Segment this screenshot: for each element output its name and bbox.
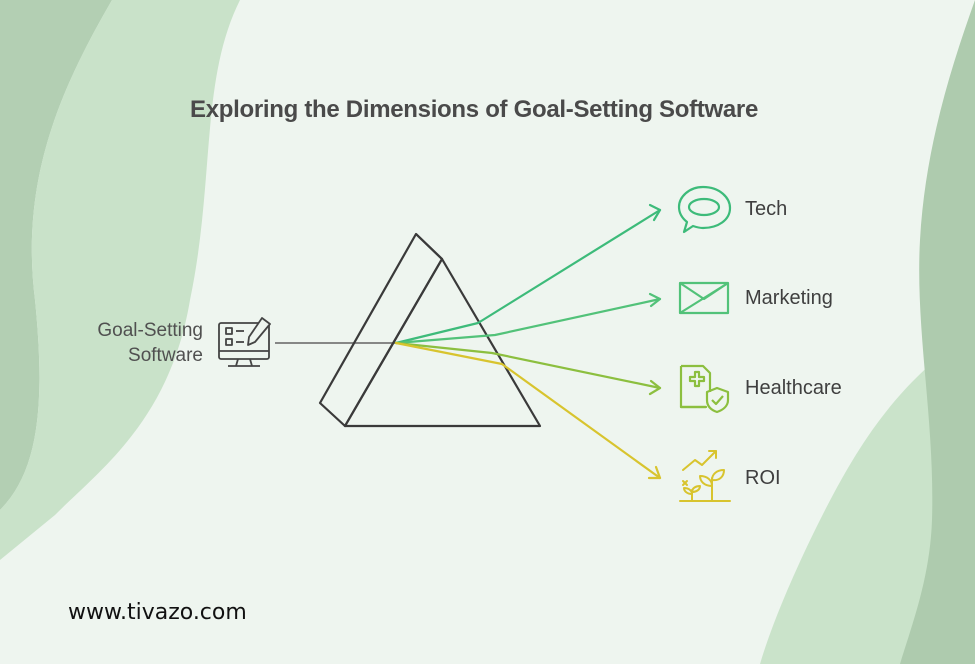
growing-plant-icon — [679, 450, 731, 502]
beam-healthcare — [394, 341, 662, 390]
background-shape-right-light — [760, 330, 975, 664]
beam-tech — [394, 208, 662, 345]
beam-roi — [394, 341, 662, 480]
watermark: www.tivazo.com — [68, 600, 247, 625]
speech-bubble-icon — [677, 185, 732, 234]
source-label: Goal-Setting Software — [97, 318, 203, 368]
medical-shield-icon — [679, 364, 730, 414]
prism — [318, 232, 542, 428]
output-label-healthcare: Healthcare — [745, 377, 842, 399]
source-label-line2: Software — [128, 345, 203, 366]
background-shape-left-light — [0, 0, 240, 560]
diagram-title: Exploring the Dimensions of Goal-Setting… — [189, 96, 758, 123]
source-label-line1: Goal-Setting — [97, 320, 203, 341]
computer-checklist-pencil-icon — [218, 317, 271, 367]
output-beams — [394, 203, 662, 480]
output-label-roi: ROI — [745, 467, 781, 489]
background-shape-right-dark — [900, 0, 975, 664]
beam-marketing — [394, 297, 662, 345]
output-label-tech: Tech — [745, 198, 788, 220]
output-label-marketing: Marketing — [745, 287, 833, 309]
envelope-icon — [678, 281, 730, 315]
background-shape-left-dark — [0, 0, 112, 510]
